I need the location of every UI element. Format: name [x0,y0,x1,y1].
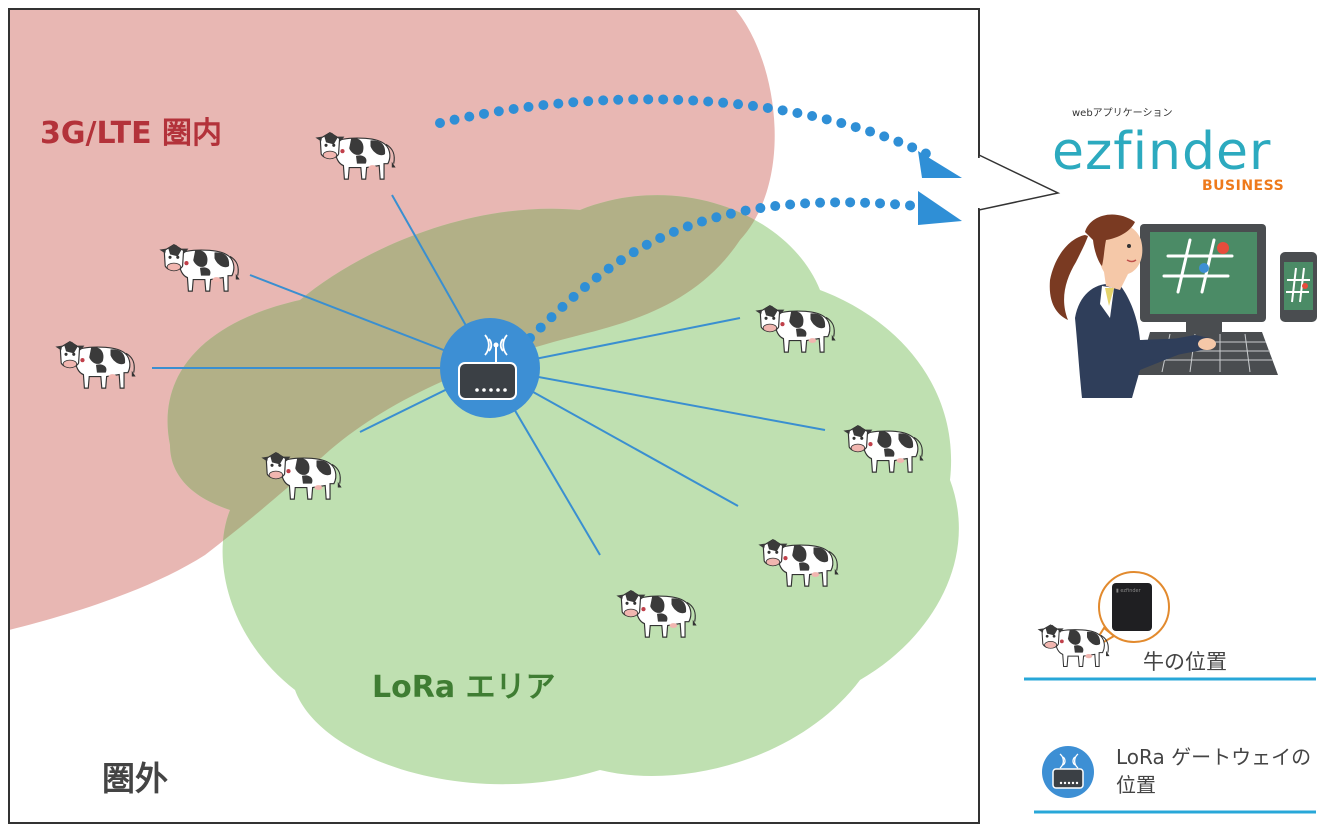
callout-pointer [978,153,1061,211]
arrowhead-bottom [918,191,962,225]
overlap-zone [167,195,775,630]
legend-gateway-label: LoRa ゲートウェイの位置 [1116,745,1312,797]
arrowhead-top [918,151,962,178]
legend-cow-label: 牛の位置 [1143,650,1227,674]
brand-sub-label: BUSINESS [1202,178,1285,194]
gateway-icon [1042,746,1094,798]
brand-logo: ezfinder [1052,122,1272,182]
legend: ▮ ezfinder [1024,571,1316,814]
cow-icon [1037,624,1111,668]
map-frame [8,8,980,824]
app-caption: webアプリケーション [1072,108,1173,119]
lora-zone-label: LoRa エリア [372,670,556,705]
gateway-icon [440,318,540,418]
wifi-signal-icon [484,334,508,356]
outside-zone-label: 圏外 [102,759,168,798]
uplink-dots [435,94,940,343]
svg-text:▮ ezfinder: ▮ ezfinder [1116,588,1142,594]
lte-zone-label: 3G/LTE 圏内 [40,116,223,151]
smartphone-icon [1280,252,1317,322]
user-at-computer-icon [1049,214,1317,398]
